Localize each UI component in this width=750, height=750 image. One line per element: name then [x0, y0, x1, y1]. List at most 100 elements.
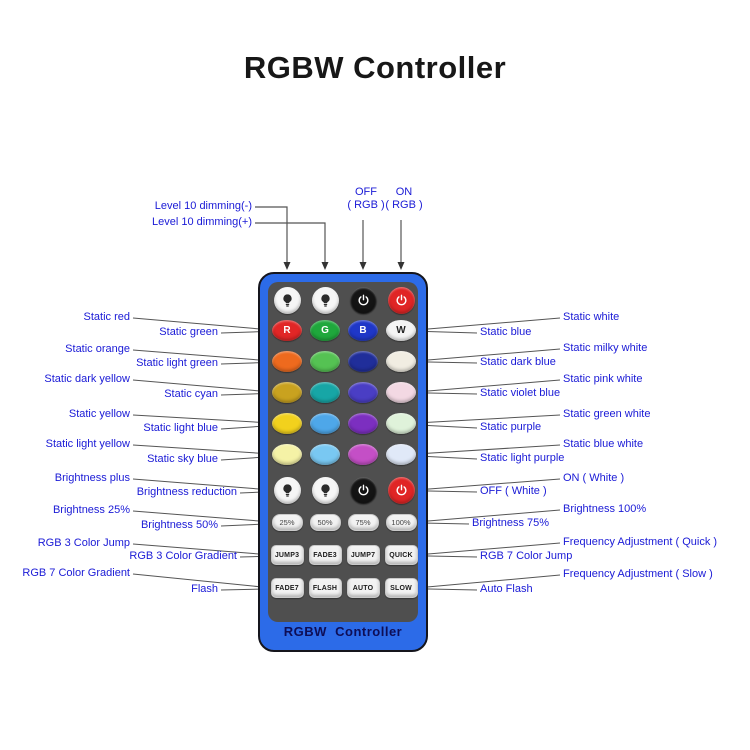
brightness-25-button[interactable]: 25% [271, 513, 303, 531]
brightness-75-button-label: 75% [355, 517, 371, 527]
on-rgb-button[interactable] [387, 286, 415, 314]
auto-button[interactable]: AUTO [346, 578, 380, 598]
static-blue-white-button[interactable] [386, 443, 416, 465]
off-rgb-button[interactable] [349, 286, 377, 314]
callout-static-violet-blue: Static violet blue [480, 387, 561, 399]
callout-static-white: Static white [563, 311, 620, 323]
callout-on-rgb-line1: ON [395, 186, 413, 198]
callout-off-rgb-line1: OFF [355, 186, 377, 198]
callout-level-10-dimming-plus: Level 10 dimming(+) [152, 216, 252, 228]
bulb-icon [320, 293, 330, 307]
callout-static-cyan: Static cyan [164, 388, 218, 400]
static-light-green-button[interactable] [310, 350, 340, 372]
jump3-button[interactable]: JUMP3 [270, 545, 304, 565]
bulb-icon [320, 483, 330, 497]
static-orange-button[interactable] [272, 350, 302, 372]
static-dark-blue-button[interactable] [348, 350, 378, 372]
callout-static-dark-yellow: Static dark yellow [44, 373, 130, 385]
callout-frequency-adjustment-quick: Frequency Adjustment ( Quick ) [563, 536, 718, 548]
static-green-button[interactable]: G [310, 319, 340, 341]
callout-static-light-purple: Static light purple [480, 452, 565, 464]
static-white-button-label: W [396, 324, 406, 336]
quick-button[interactable]: QUICK [384, 545, 418, 565]
power-icon [358, 294, 368, 305]
fade3-button-label: FADE3 [313, 551, 337, 559]
callout-static-blue-white: Static blue white [563, 438, 644, 450]
off-white-button[interactable] [349, 476, 377, 504]
callout-static-orange: Static orange [65, 343, 130, 355]
static-green-white-button[interactable] [386, 412, 416, 434]
fade3-button[interactable]: FADE3 [308, 545, 342, 565]
callout-static-light-green: Static light green [136, 357, 218, 369]
arrow-down-icon [397, 262, 405, 270]
static-yellow-button[interactable] [272, 412, 302, 434]
callout-static-green-white: Static green white [563, 408, 651, 420]
static-red-button[interactable]: R [272, 319, 302, 341]
fade7-button[interactable]: FADE7 [270, 578, 304, 598]
callout-static-yellow: Static yellow [68, 408, 130, 420]
callout-static-light-blue: Static light blue [143, 422, 218, 434]
callout-flash: Flash [191, 583, 218, 595]
remote-brand-text: RGBW Controller [283, 624, 403, 639]
callout-static-light-yellow: Static light yellow [45, 438, 130, 450]
jump7-button-label: JUMP7 [350, 551, 376, 559]
brightness-75-button[interactable]: 75% [347, 513, 379, 531]
leader-line [255, 206, 288, 263]
flash-button[interactable]: FLASH [308, 578, 342, 598]
static-light-blue-button[interactable] [310, 412, 340, 434]
static-pink-white-button[interactable] [386, 381, 416, 403]
callout-static-dark-blue: Static dark blue [480, 356, 556, 368]
static-light-purple-button[interactable] [348, 443, 378, 465]
callout-brightness-reduction: Brightness reduction [136, 486, 237, 498]
slow-button-label: SLOW [390, 584, 412, 592]
static-violet-blue-button[interactable] [348, 381, 378, 403]
jump7-button[interactable]: JUMP7 [346, 545, 380, 565]
power-icon [358, 484, 368, 495]
bulb-icon [282, 293, 292, 307]
callout-rgb-7-color-jump: RGB 7 Color Jump [480, 550, 573, 562]
static-blue-button[interactable]: B [348, 319, 378, 341]
callout-level-10-dimming-minus: Level 10 dimming(-) [154, 200, 252, 212]
callout-frequency-adjustment-slow: Frequency Adjustment ( Slow ) [563, 568, 713, 580]
callout-static-green: Static green [159, 326, 218, 338]
callout-on-white: ON ( White ) [563, 472, 625, 484]
level-10-dimming-minus-button[interactable] [273, 286, 301, 314]
arrow-down-icon [321, 262, 329, 270]
brightness-100-button[interactable]: 100% [385, 513, 417, 531]
callout-brightness-50: Brightness 50% [140, 519, 218, 531]
callout-static-pink-white: Static pink white [563, 373, 643, 385]
callout-static-milky-white: Static milky white [563, 342, 648, 354]
callout-static-sky-blue: Static sky blue [147, 453, 218, 465]
slow-button[interactable]: SLOW [384, 578, 418, 598]
leader-line [255, 222, 326, 263]
brightness-50-button-label: 50% [317, 517, 333, 527]
arrow-down-icon [359, 262, 367, 270]
callout-brightness-75: Brightness 75% [472, 517, 550, 529]
brightness-reduction-button[interactable] [311, 476, 339, 504]
callout-static-red: Static red [83, 311, 130, 323]
arrow-down-icon [283, 262, 291, 270]
brightness-plus-button[interactable] [273, 476, 301, 504]
flash-button-label: FLASH [312, 584, 338, 592]
static-dark-yellow-button[interactable] [272, 381, 302, 403]
on-white-button[interactable] [387, 476, 415, 504]
static-white-button[interactable]: W [386, 319, 416, 341]
static-light-yellow-button[interactable] [272, 443, 302, 465]
static-sky-blue-button[interactable] [310, 443, 340, 465]
callout-rgb-3-color-jump: RGB 3 Color Jump [37, 537, 130, 549]
power-icon [396, 484, 406, 495]
static-milky-white-button[interactable] [386, 350, 416, 372]
brightness-25-button-label: 25% [279, 517, 295, 527]
callout-off-rgb: OFF ( RGB ) [341, 186, 391, 212]
static-purple-button[interactable] [348, 412, 378, 434]
brightness-50-button[interactable]: 50% [309, 513, 341, 531]
jump3-button-label: JUMP3 [274, 551, 300, 559]
callout-auto-flash: Auto Flash [480, 583, 533, 595]
callout-brightness-100: Brightness 100% [563, 503, 647, 515]
static-cyan-button[interactable] [310, 381, 340, 403]
callout-static-blue: Static blue [480, 326, 532, 338]
fade7-button-label: FADE7 [275, 584, 299, 592]
level-10-dimming-plus-button[interactable] [311, 286, 339, 314]
callout-off-white: OFF ( White ) [480, 485, 547, 497]
